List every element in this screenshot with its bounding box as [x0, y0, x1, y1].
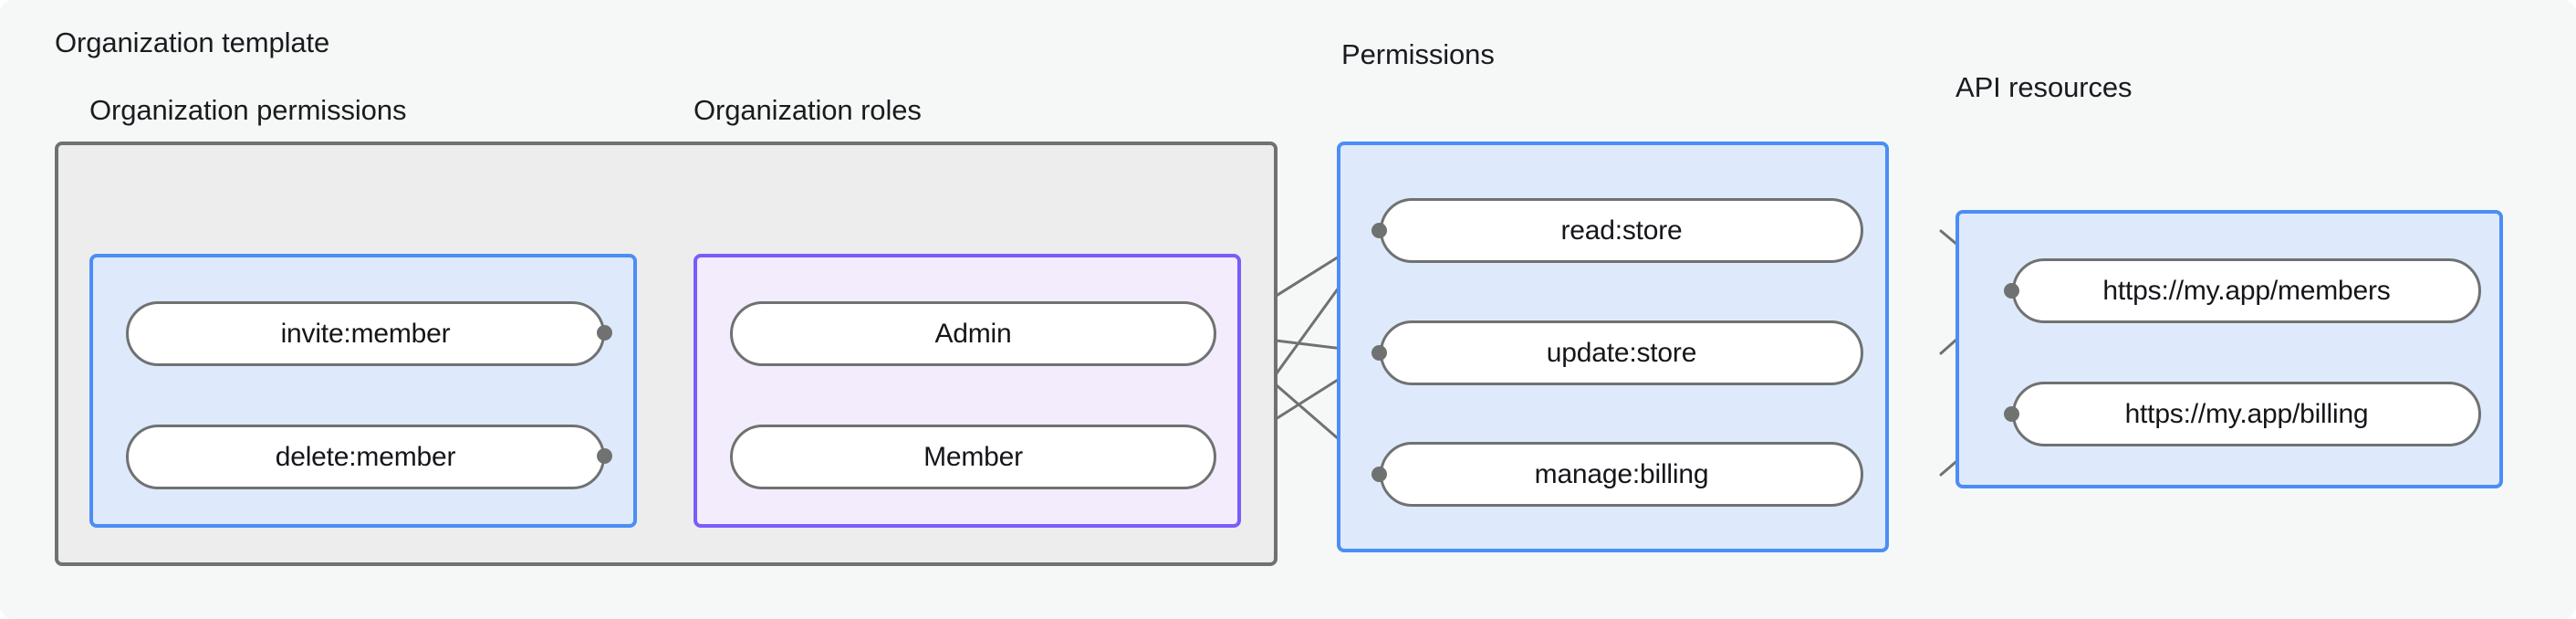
node-manage-billing[interactable]: manage:billing	[1380, 442, 1863, 507]
group-title-api-resources: API resources	[1955, 71, 2133, 103]
anchor-dot-read-store	[1371, 223, 1387, 238]
anchor-dot-invite-member	[597, 325, 612, 341]
anchor-dot-delete-member	[597, 448, 612, 464]
anchor-dot-manage-billing	[1371, 467, 1387, 482]
node-admin[interactable]: Admin	[730, 301, 1216, 366]
anchor-dot-members-url	[2004, 283, 2019, 299]
node-delete-member[interactable]: delete:member	[126, 425, 605, 489]
group-title-organization-roles: Organization roles	[694, 94, 922, 126]
group-title-organization-template: Organization template	[55, 26, 330, 58]
node-update-store[interactable]: update:store	[1380, 320, 1863, 385]
node-billing-url[interactable]: https://my.app/billing	[2012, 382, 2481, 446]
group-title-permissions: Permissions	[1341, 38, 1495, 70]
node-read-store[interactable]: read:store	[1380, 198, 1863, 263]
anchor-dot-billing-url	[2004, 406, 2019, 422]
node-members-url[interactable]: https://my.app/members	[2012, 258, 2481, 323]
group-api-resources	[1955, 210, 2503, 488]
anchor-dot-update-store	[1371, 345, 1387, 361]
node-invite-member[interactable]: invite:member	[126, 301, 605, 366]
group-title-organization-permissions: Organization permissions	[89, 94, 407, 126]
node-member[interactable]: Member	[730, 425, 1216, 489]
